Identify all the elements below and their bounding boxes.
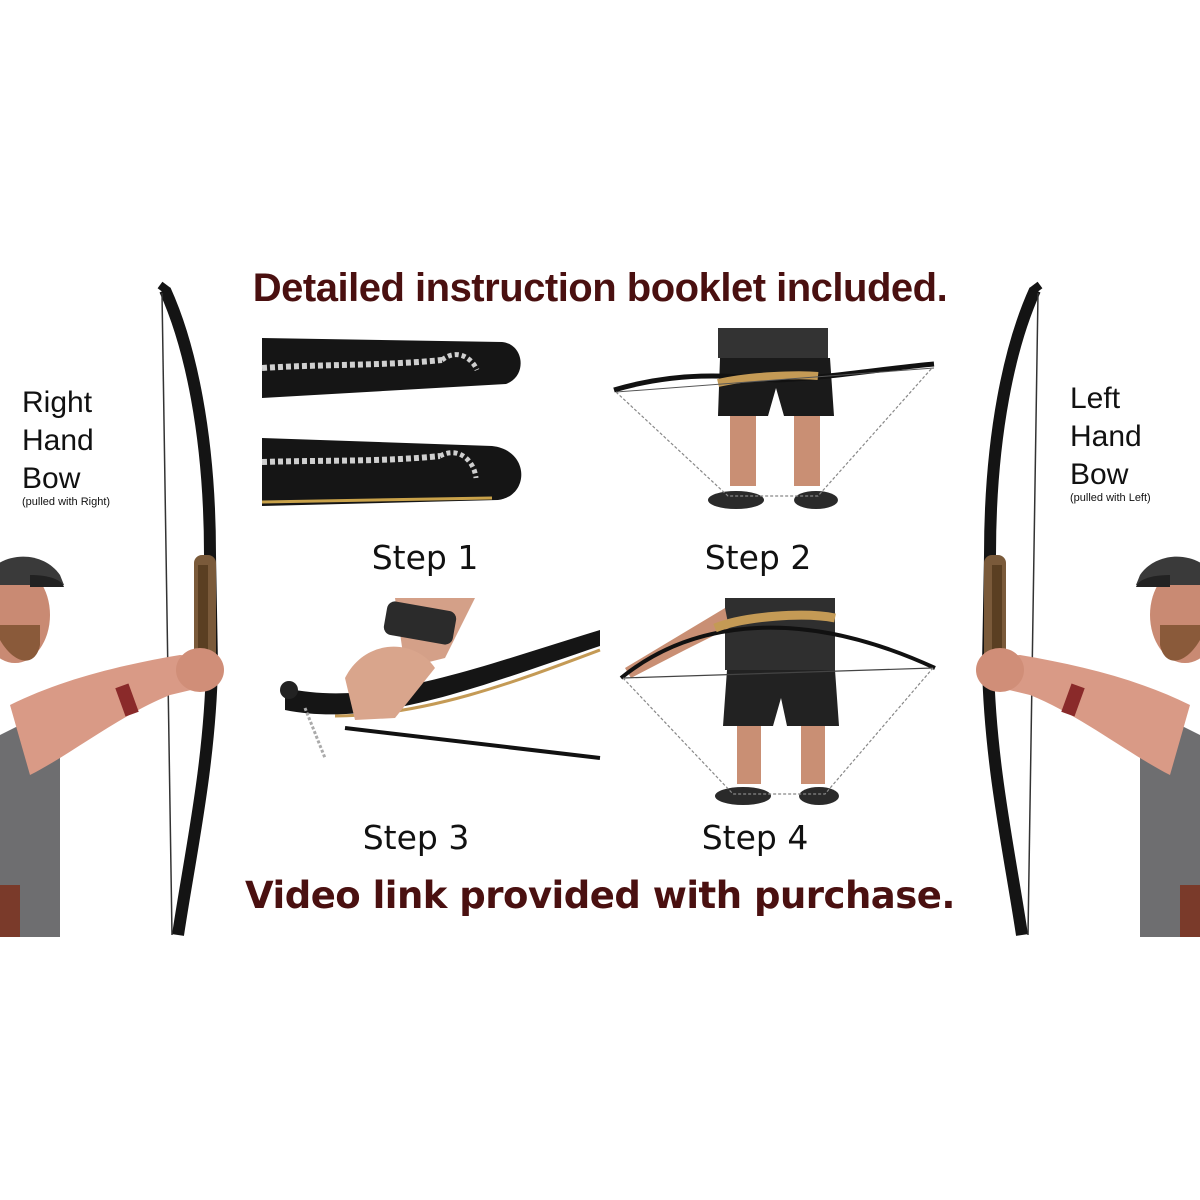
step-3-label: Step 3 xyxy=(362,818,470,857)
step-1-photo xyxy=(261,338,522,506)
label-line-3: Bow xyxy=(22,462,81,495)
headline-video-link: Video link provided with purchase. xyxy=(245,874,955,917)
archer-left-hand-photo xyxy=(976,281,1200,937)
pulled-with-note: (pulled with Right) xyxy=(22,496,111,508)
step-2-photo xyxy=(613,328,935,509)
right-hand-bow-label: Right Hand Bow (pulled with Right) xyxy=(22,384,110,508)
label-line-2: Hand xyxy=(22,424,94,457)
left-hand-bow-label: Left Hand Bow (pulled with Left) xyxy=(1070,380,1151,504)
step-3-photo xyxy=(280,598,601,760)
pulled-with-note: (pulled with Left) xyxy=(1070,492,1151,504)
step-1-label: Step 1 xyxy=(371,538,479,577)
label-line-1: Right xyxy=(22,386,93,419)
label-line-2: Hand xyxy=(1070,420,1142,453)
label-line-1: Left xyxy=(1070,382,1121,415)
step-4-label: Step 4 xyxy=(701,818,809,857)
archer-right-hand-photo xyxy=(0,281,224,937)
step-2-label: Step 2 xyxy=(704,538,812,577)
headline-instruction-booklet: Detailed instruction booklet included. xyxy=(252,266,948,310)
step-4-photo xyxy=(619,598,936,805)
label-line-3: Bow xyxy=(1070,458,1129,491)
